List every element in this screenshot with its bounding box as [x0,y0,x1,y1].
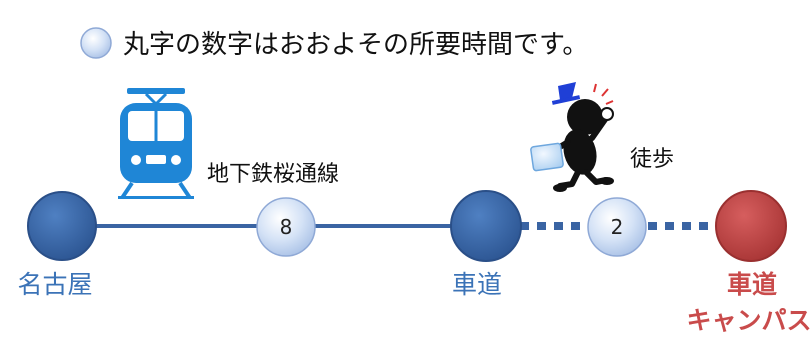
walking-person-icon [530,82,614,192]
destination-label-line2: キャンパス [686,306,811,335]
train-icon [118,88,194,200]
legend-bubble-icon [80,27,112,59]
station-nagoya [27,191,97,261]
walk-time-bubble: 2 [587,197,647,257]
station-kurumamichi [450,190,522,262]
station-label-nagoya: 名古屋 [17,270,92,299]
subway-time-label: 8 [280,215,293,239]
station-label-kurumamichi: 車道 [452,270,502,299]
destination-label-line1: 車道 [727,270,777,299]
walk-time-label: 2 [611,215,624,239]
walk-label: 徒歩 [630,147,674,172]
legend-text: 丸字の数字はおおよその所要時間です。 [123,30,588,60]
subway-time-bubble: 8 [256,197,316,257]
legend: 丸字の数字はおおよその所要時間です。 [80,27,588,60]
destination-kurumamichi-campus [715,190,787,262]
subway-line-label: 地下鉄桜通線 [207,162,339,187]
